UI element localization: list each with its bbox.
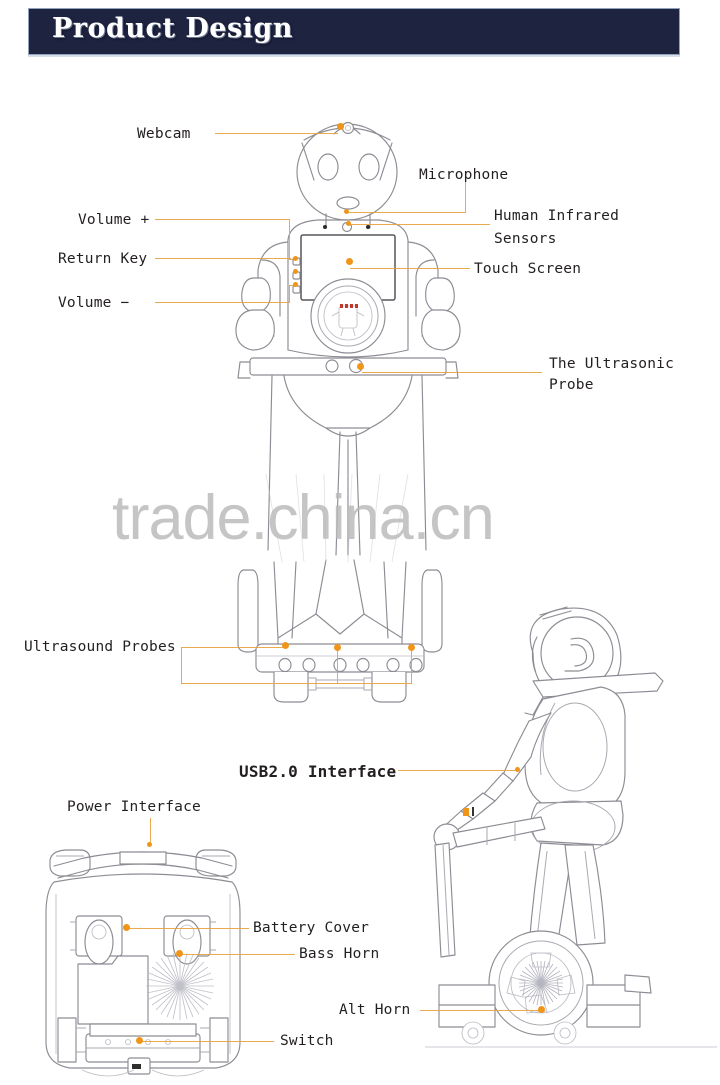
callout-label-webcam: Webcam: [137, 126, 191, 142]
leader-alt-horn: [420, 1010, 542, 1011]
page-header-bar: [28, 8, 680, 55]
callout-label-alt-horn: Alt Horn: [339, 1002, 411, 1018]
leader-ultrasound-probes-main: [181, 647, 287, 648]
leader-volume-plus-v: [289, 219, 290, 260]
leader-volume-minus-v: [289, 285, 290, 303]
leader-bass-horn: [178, 954, 295, 955]
callout-label-human-infrared-line2: Sensors: [494, 231, 557, 247]
callout-dot-usb-interface: [515, 767, 520, 772]
leader-touch-screen: [350, 268, 470, 269]
callout-label-volume-plus: Volume +: [78, 212, 150, 228]
leader-return-key: [155, 258, 291, 259]
callout-dot-ultrasonic-probe: [357, 363, 364, 370]
callout-dot-switch: [136, 1037, 143, 1044]
leader-ultrasound-probes-bottom: [181, 683, 412, 684]
callout-dot-human-infrared: [346, 221, 351, 226]
leader-volume-minus: [155, 302, 289, 303]
leader-human-infrared: [350, 224, 490, 225]
callout-dot-webcam: [337, 123, 344, 130]
callout-dot-volume-minus: [293, 282, 298, 287]
leader-battery-cover: [127, 928, 249, 929]
callout-label-usb-interface: USB2.0 Interface: [239, 762, 397, 781]
callout-dot-ultrasound-probe-left: [282, 642, 289, 649]
leader-power-interface: [150, 818, 151, 845]
callout-label-battery-cover: Battery Cover: [253, 920, 370, 936]
callout-dot-ultrasound-probe-mid: [334, 644, 341, 651]
robot-base-front-art: [230, 552, 450, 703]
leader-volume-plus: [155, 219, 289, 220]
callout-label-microphone: Microphone: [419, 167, 509, 183]
callout-label-ultrasonic-probe-line2: Probe: [549, 377, 594, 393]
leader-ultrasound-probes-v2: [337, 648, 338, 684]
callout-dot-alt-horn: [538, 1006, 545, 1013]
callout-dot-volume-plus: [293, 256, 298, 261]
callout-label-return-key: Return Key: [58, 251, 148, 267]
callout-dot-microphone: [344, 209, 349, 214]
callout-dot-bass-horn: [176, 950, 183, 957]
callout-dot-touch-screen: [346, 258, 353, 265]
callout-dot-return-key: [293, 269, 298, 274]
callout-label-ultrasound-probes: Ultrasound Probes: [24, 639, 176, 655]
leader-ultrasound-probes-v3: [411, 648, 412, 684]
callout-label-bass-horn: Bass Horn: [299, 946, 380, 962]
leader-microphone-h: [346, 212, 466, 213]
callout-label-ultrasonic-probe: The Ultrasonic: [549, 356, 675, 372]
callout-dot-power-interface: [147, 842, 152, 847]
leader-webcam: [215, 133, 338, 134]
callout-label-touch-screen: Touch Screen: [474, 261, 582, 277]
leader-microphone-v: [465, 182, 466, 212]
leader-ultrasonic-probe: [362, 372, 542, 373]
callout-label-switch: Switch: [280, 1033, 334, 1049]
robot-side-view-art: [425, 595, 720, 1075]
robot-base-rear-art: [28, 838, 258, 1078]
leader-ultrasound-probes-v1: [181, 647, 182, 684]
callout-label-volume-minus: Volume −: [58, 295, 130, 311]
callout-label-human-infrared: Human Infrared: [494, 208, 620, 224]
callout-dot-battery-cover: [123, 924, 130, 931]
callout-label-power-interface: Power Interface: [67, 799, 201, 815]
leader-usb-interface: [398, 770, 518, 771]
callout-dot-ultrasound-probe-right: [408, 644, 415, 651]
leader-switch: [140, 1041, 274, 1042]
page-title: Product Design: [52, 13, 293, 44]
watermark-text: trade.china.cn: [112, 483, 495, 553]
